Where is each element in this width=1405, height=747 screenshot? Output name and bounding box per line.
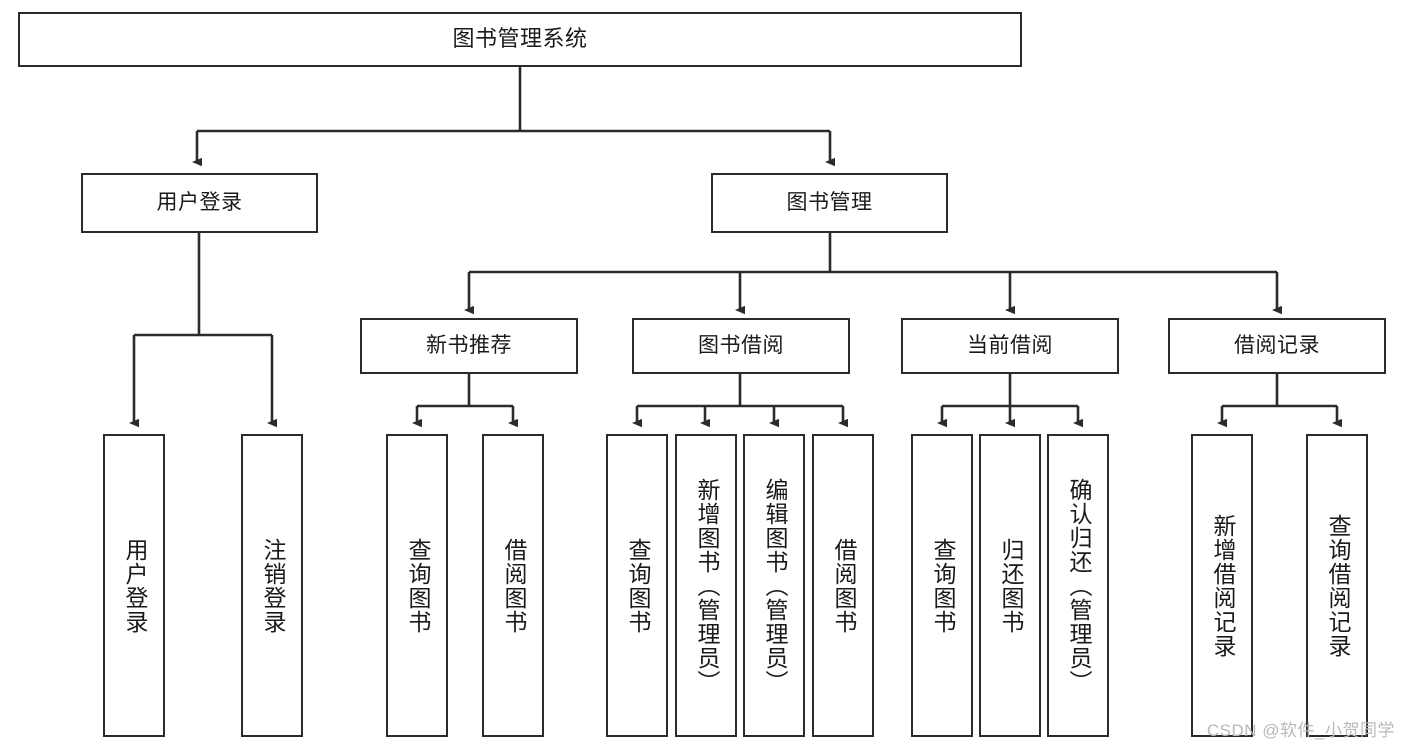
node-label: 新书推荐: [426, 334, 512, 358]
node-leaf-logout[interactable]: 注销登录: [241, 434, 303, 737]
node-label: 用户登录: [121, 537, 148, 634]
node-leaf-query-book-1[interactable]: 查询图书: [386, 434, 448, 737]
node-label: 注销登录: [259, 537, 286, 634]
node-root-book-management-system[interactable]: 图书管理系统: [18, 12, 1022, 67]
node-current-borrow[interactable]: 当前借阅: [901, 318, 1119, 374]
node-leaf-edit-book-admin[interactable]: 编辑图书（管理员）: [743, 434, 805, 737]
node-label: 图书借阅: [698, 334, 784, 358]
node-leaf-query-book-2[interactable]: 查询图书: [606, 434, 668, 737]
node-label: 归还图书: [997, 537, 1024, 634]
node-leaf-borrow-book-1[interactable]: 借阅图书: [482, 434, 544, 737]
node-new-book-recommend[interactable]: 新书推荐: [360, 318, 578, 374]
node-leaf-add-borrow-record[interactable]: 新增借阅记录: [1191, 434, 1253, 737]
node-label: 当前借阅: [967, 334, 1053, 358]
node-label: 查询借阅记录: [1324, 513, 1351, 658]
node-label: 借阅记录: [1234, 334, 1320, 358]
node-leaf-user-login[interactable]: 用户登录: [103, 434, 165, 737]
node-leaf-query-borrow-record[interactable]: 查询借阅记录: [1306, 434, 1368, 737]
watermark: CSDN @软件_小贺同学: [1206, 721, 1395, 740]
node-leaf-query-book-3[interactable]: 查询图书: [911, 434, 973, 737]
node-label: 编辑图书（管理员）: [761, 477, 788, 694]
node-book-management[interactable]: 图书管理: [711, 173, 948, 233]
node-label: 新增借阅记录: [1209, 513, 1236, 658]
node-book-borrow[interactable]: 图书借阅: [632, 318, 850, 374]
node-label: 图书管理系统: [452, 26, 588, 52]
node-label: 借阅图书: [500, 537, 527, 634]
node-leaf-return-book[interactable]: 归还图书: [979, 434, 1041, 737]
node-borrow-record[interactable]: 借阅记录: [1168, 318, 1386, 374]
node-user-login[interactable]: 用户登录: [81, 173, 318, 233]
node-label: 新增图书（管理员）: [693, 477, 720, 694]
node-leaf-add-book-admin[interactable]: 新增图书（管理员）: [675, 434, 737, 737]
node-label: 用户登录: [156, 191, 243, 215]
node-label: 确认归还（管理员）: [1065, 477, 1092, 694]
node-leaf-confirm-return-admin[interactable]: 确认归还（管理员）: [1047, 434, 1109, 737]
node-label: 查询图书: [404, 537, 431, 634]
node-label: 查询图书: [929, 537, 956, 634]
node-leaf-borrow-book-2[interactable]: 借阅图书: [812, 434, 874, 737]
node-label: 查询图书: [624, 537, 651, 634]
node-label: 借阅图书: [830, 537, 857, 634]
node-label: 图书管理: [786, 191, 873, 215]
